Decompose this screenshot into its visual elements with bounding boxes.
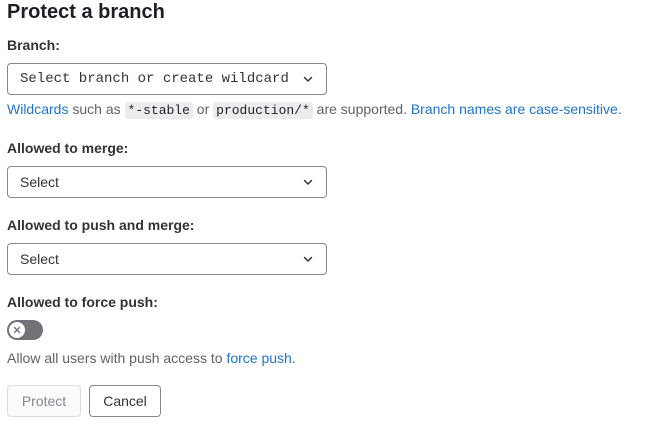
chevron-down-icon: [302, 253, 314, 265]
merge-dropdown-text: Select: [20, 174, 59, 190]
branch-dropdown-text: Select branch or create wildcard: [20, 71, 289, 87]
close-icon: [9, 322, 25, 338]
wildcard-example-production: production/*: [213, 102, 313, 119]
force-push-help-suffix: .: [291, 350, 296, 366]
merge-dropdown[interactable]: Select: [7, 166, 327, 198]
push-merge-label: Allowed to push and merge:: [7, 217, 195, 233]
force-push-toggle[interactable]: [7, 320, 43, 340]
case-sensitive-link[interactable]: Branch names are case-sensitive.: [410, 101, 622, 117]
help-text-such-as: such as: [68, 101, 125, 117]
protect-button[interactable]: Protect: [7, 385, 81, 417]
wildcards-link[interactable]: Wildcards: [7, 101, 69, 117]
branch-dropdown[interactable]: Select branch or create wildcard: [7, 63, 327, 95]
branch-label: Branch:: [7, 37, 60, 53]
merge-label: Allowed to merge:: [7, 140, 129, 156]
push-merge-dropdown[interactable]: Select: [7, 243, 327, 275]
force-push-help-prefix: Allow all users with push access to: [7, 350, 227, 366]
force-push-label: Allowed to force push:: [7, 294, 158, 310]
wildcard-example-stable: *-stable: [124, 102, 193, 119]
cancel-button[interactable]: Cancel: [89, 385, 161, 417]
page-title: Protect a branch: [7, 1, 165, 23]
chevron-down-icon: [302, 176, 314, 188]
force-push-help: Allow all users with push access to forc…: [7, 348, 296, 368]
push-merge-dropdown-text: Select: [20, 251, 59, 267]
chevron-down-icon: [302, 73, 314, 85]
help-text-or: or: [192, 101, 214, 117]
branch-help-text: Wildcards such as *-stable or production…: [7, 99, 622, 121]
force-push-link[interactable]: force push: [226, 350, 292, 366]
help-text-supported: are supported.: [312, 101, 411, 117]
